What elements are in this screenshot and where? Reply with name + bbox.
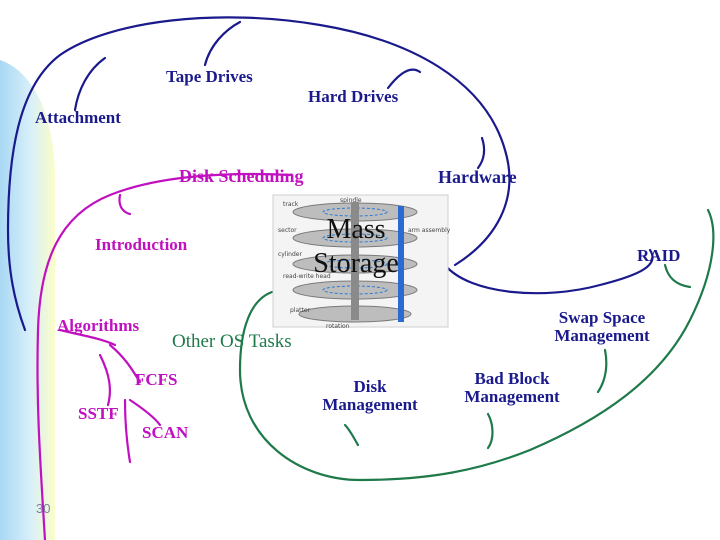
node-raid: RAID bbox=[637, 246, 681, 265]
central-topic-line-2: Storage bbox=[313, 247, 399, 279]
node-attachment: Attachment bbox=[35, 108, 121, 127]
node-bad-block-line-2: Management bbox=[464, 386, 560, 406]
node-swap-space-management: Swap Space Management bbox=[546, 309, 658, 345]
os-tasks-branch-lines bbox=[238, 208, 715, 482]
hardware-branch-lines bbox=[6, 16, 654, 332]
node-scan: SCAN bbox=[142, 423, 189, 442]
node-tape-drives: Tape Drives bbox=[166, 67, 253, 86]
image-label-cylinder: cylinder bbox=[278, 251, 302, 258]
node-swap-space-line-2: Management bbox=[554, 325, 650, 345]
scheduling-branch-lines bbox=[36, 172, 292, 540]
image-label-track: track bbox=[283, 201, 299, 208]
image-label-rotation: rotation bbox=[326, 323, 350, 330]
disk-drive-illustration: track sector cylinder platter spindle ar… bbox=[272, 194, 451, 330]
node-algorithms: Algorithms bbox=[57, 316, 140, 335]
node-disk-management-line-2: Management bbox=[322, 394, 418, 414]
image-label-sector: sector bbox=[278, 227, 297, 234]
spindle bbox=[351, 202, 359, 320]
slide-number: 30 bbox=[36, 501, 51, 516]
node-hard-drives: Hard Drives bbox=[308, 87, 399, 106]
arm-assembly bbox=[398, 206, 404, 322]
node-other-os-tasks: Other OS Tasks bbox=[172, 331, 292, 352]
node-disk-management-line-1: Disk bbox=[353, 377, 387, 396]
image-label-read-write-head: read-write head bbox=[283, 273, 331, 280]
node-bad-block-management: Bad Block Management bbox=[458, 370, 566, 406]
image-label-platter: platter bbox=[290, 307, 311, 314]
node-fcfs: FCFS bbox=[135, 370, 178, 389]
node-sstf: SSTF bbox=[78, 404, 119, 423]
central-topic-line-1: Mass bbox=[326, 214, 386, 245]
node-disk-scheduling: Disk Scheduling bbox=[179, 166, 304, 186]
decorative-left-stripe bbox=[0, 60, 55, 540]
node-disk-management: Disk Management bbox=[316, 378, 424, 414]
image-label-arm-assembly: arm assembly bbox=[408, 227, 451, 234]
node-swap-space-line-1: Swap Space bbox=[558, 308, 646, 327]
image-label-spindle: spindle bbox=[340, 197, 362, 204]
node-bad-block-line-1: Bad Block bbox=[474, 369, 550, 388]
node-hardware: Hardware bbox=[438, 167, 517, 187]
central-topic: Mass Storage bbox=[296, 213, 416, 280]
node-introduction: Introduction bbox=[95, 235, 188, 254]
